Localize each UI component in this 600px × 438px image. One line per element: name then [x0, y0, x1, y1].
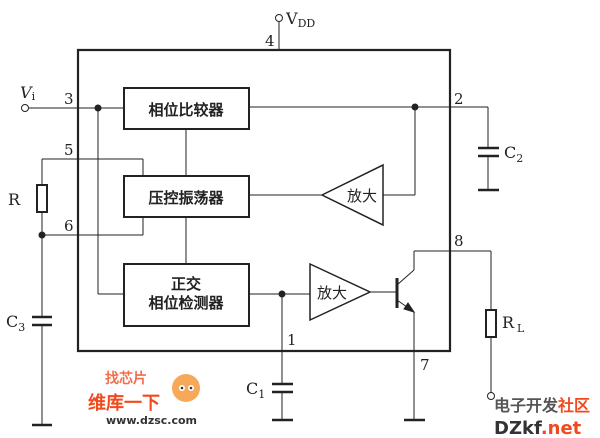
pin-4-label: 4 [265, 32, 275, 50]
amp-lower-triangle [309, 262, 372, 322]
pin-6-label: 6 [64, 217, 74, 235]
watermark-weiku: 维库一下 [88, 392, 160, 414]
r-resistor [36, 184, 48, 213]
c1-label: C1 [246, 379, 265, 401]
amp-upper-label: 放大 [347, 187, 377, 205]
mascot-icon [172, 374, 200, 402]
transistor-collector [396, 269, 415, 286]
vdd-label: VDD [285, 9, 315, 30]
quad-detector-label-line2: 相位检测器 [148, 294, 224, 312]
pin-1-label: 1 [287, 331, 297, 349]
watermark-dzkf-net: DZkf.net [494, 418, 582, 438]
r-label: R [8, 190, 21, 209]
transistor-emitter-arrow [403, 302, 416, 313]
c3-label: C3 [6, 312, 25, 334]
watermark-community: 电子开发社区 [494, 396, 590, 415]
vi-label: Vi [20, 83, 36, 103]
pin-5-label: 5 [64, 141, 74, 159]
rl-terminal [487, 392, 495, 400]
watermark-dzsc-url: www.dzsc.com [106, 414, 197, 427]
dzkf-watermark: 电子开发社区 DZkf.net [494, 396, 590, 438]
quad-detector-label-line1: 正交 [171, 275, 201, 293]
pin-8-label: 8 [454, 232, 464, 250]
amp-upper-triangle [320, 163, 384, 227]
phase-comparator-label: 相位比较器 [148, 101, 224, 119]
rl-resistor [485, 309, 497, 338]
watermark-find-chip: 找芯片 [105, 370, 147, 387]
pin-3-label: 3 [64, 90, 74, 108]
vco-label: 压控振荡器 [148, 189, 224, 207]
vi-terminal [21, 104, 29, 112]
vdd-terminal [275, 14, 283, 22]
c2-label: C2 [504, 143, 523, 165]
quad-detector-block [123, 263, 250, 327]
pin-7-label: 7 [420, 356, 430, 374]
dzsc-watermark: 找芯片 维库一下 www.dzsc.com [88, 370, 200, 427]
amp-lower-label: 放大 [317, 284, 347, 302]
ic-package-border [76, 48, 452, 353]
pin-2-label: 2 [454, 90, 464, 108]
